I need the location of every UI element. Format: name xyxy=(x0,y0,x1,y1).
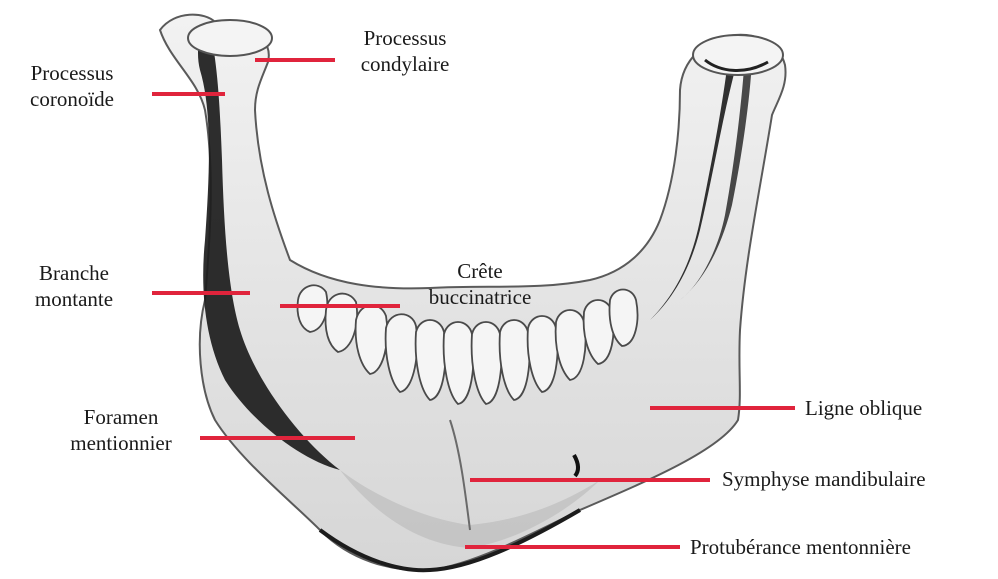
label-protuberance-mentonniere: Protubérance mentonnière xyxy=(690,534,911,560)
label-processus-condylaire: Processus condylaire xyxy=(340,25,470,77)
label-processus-condylaire-line2: condylaire xyxy=(340,51,470,77)
label-crete-buccinatrice-line2: buccinatrice xyxy=(400,284,560,310)
label-branche-montante-line2: montante xyxy=(14,286,134,312)
label-processus-condylaire-line1: Processus xyxy=(340,25,470,51)
left-condyle xyxy=(188,20,272,56)
label-crete-buccinatrice: Crête buccinatrice xyxy=(400,258,560,310)
label-branche-montante-line1: Branche xyxy=(14,260,134,286)
label-foramen-mentionnier: Foramen mentionnier xyxy=(46,404,196,456)
label-processus-coronoide: Processus coronoïde xyxy=(8,60,136,112)
label-foramen-mentionnier-line1: Foramen xyxy=(46,404,196,430)
label-processus-coronoide-line1: Processus xyxy=(8,60,136,86)
label-ligne-oblique: Ligne oblique xyxy=(805,395,922,421)
label-crete-buccinatrice-line1: Crête xyxy=(400,258,560,284)
label-processus-coronoide-line2: coronoïde xyxy=(8,86,136,112)
label-branche-montante: Branche montante xyxy=(14,260,134,312)
label-foramen-mentionnier-line2: mentionnier xyxy=(46,430,196,456)
label-symphyse-mandibulaire: Symphyse mandibulaire xyxy=(722,466,926,492)
